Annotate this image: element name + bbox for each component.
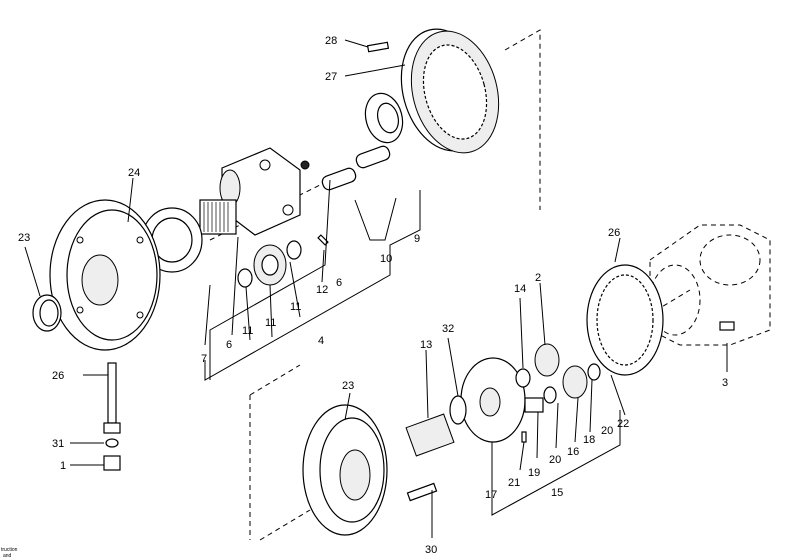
callout-9: 10 (380, 253, 392, 265)
bolt-26 (103, 362, 121, 434)
callout-21: 21 (508, 477, 520, 489)
callout-20a: 20 (549, 454, 561, 466)
bearing-8 (364, 92, 404, 144)
callout-17: 17 (485, 489, 497, 501)
thrust-washer-20 (543, 386, 557, 404)
corner-note: truction and (1, 547, 18, 559)
callout-3: 3 (722, 377, 728, 389)
callout-15: 15 (551, 487, 563, 499)
callout-1: 1 (60, 460, 66, 472)
callout-5: 6 (336, 277, 342, 289)
bushing-19 (524, 397, 544, 413)
bolt-30 (406, 482, 438, 502)
callout-11b: 11 (290, 301, 301, 313)
planet-gear-10 (253, 244, 287, 286)
pin-29 (366, 41, 390, 53)
ring-gear-28 (400, 28, 500, 154)
nut-1 (103, 455, 121, 471)
planet-gear-2 (534, 343, 560, 377)
callout-7: 7 (201, 353, 207, 365)
callout-32: 32 (442, 323, 454, 335)
thrust-washer-18 (587, 363, 601, 381)
callout-12: 12 (316, 284, 328, 296)
callout-24: 23 (18, 232, 30, 244)
planet-carrier-5 (199, 147, 310, 236)
thrust-washers-11 (237, 240, 302, 288)
callout-18: 18 (583, 434, 595, 446)
callout-29: 28 (325, 35, 337, 47)
washer-31 (105, 438, 119, 448)
callout-23: 23 (342, 380, 354, 392)
callout-2: 2 (535, 272, 541, 284)
thrust-washer-14 (515, 368, 531, 388)
callout-22: 22 (617, 418, 629, 430)
callout-14: 14 (514, 283, 526, 295)
corner-note-line1: truction (1, 547, 18, 553)
callout-20b: 20 (601, 425, 613, 437)
ring-gear-27 (586, 264, 664, 376)
leader-lines (24, 39, 728, 538)
callout-30: 30 (425, 544, 437, 556)
housing-23 (302, 404, 388, 536)
pin-21 (521, 431, 527, 443)
sun-gear-13 (405, 413, 455, 457)
callout-27: 26 (608, 227, 620, 239)
corner-note-line2: and (3, 553, 12, 559)
callout-26: 26 (52, 370, 64, 382)
callout-6: 6 (226, 339, 232, 351)
callout-25: 24 (128, 167, 140, 179)
callout-10: 11 (265, 317, 276, 329)
callout-13: 13 (420, 339, 432, 351)
pins-9 (321, 145, 391, 191)
callout-28: 27 (325, 71, 337, 83)
planet-carrier-17 (460, 357, 526, 443)
callout-11a: 11 (242, 325, 253, 337)
snap-ring-32 (449, 395, 467, 425)
hydraulic-motor-3 (649, 224, 771, 346)
planet-gear-16 (562, 365, 588, 399)
callout-19: 19 (528, 467, 540, 479)
seal-ring-24 (32, 294, 62, 332)
callout-labels: 28 27 24 23 26 9 10 6 12 11 11 11 4 6 7 … (18, 35, 728, 556)
callout-8: 9 (414, 233, 420, 245)
housing-25 (49, 199, 161, 351)
callout-4: 4 (318, 335, 324, 347)
callout-16: 16 (567, 446, 579, 458)
callout-31: 31 (52, 438, 64, 450)
